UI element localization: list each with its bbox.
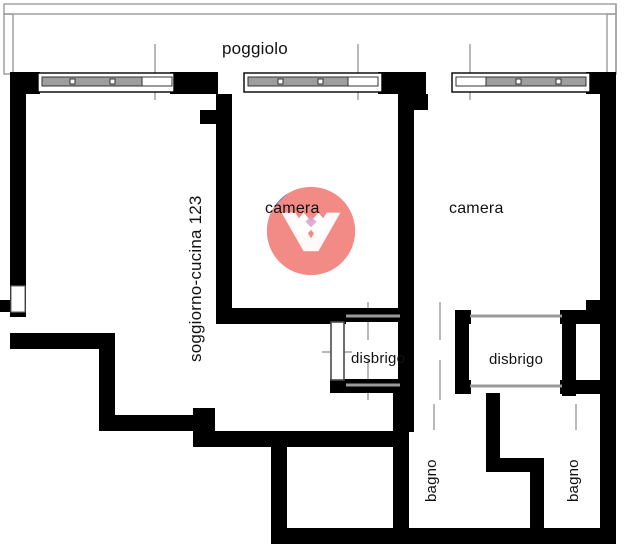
room-label-disbrigo-left: disbrigo bbox=[351, 350, 406, 367]
balcony-outline bbox=[3, 3, 617, 75]
room-label-soggiorno-cucina: soggiorno-cucina 123 bbox=[186, 195, 205, 362]
room-label-camera-right: camera bbox=[449, 200, 504, 217]
thresholds bbox=[346, 314, 562, 388]
room-label-disbrigo-right: disbrigo bbox=[489, 351, 544, 368]
window-top-right bbox=[451, 72, 591, 93]
room-label-bagno-right: bagno bbox=[565, 459, 582, 502]
window-top-center bbox=[243, 72, 383, 93]
window-top-left bbox=[37, 72, 175, 93]
door-left-wall bbox=[10, 285, 26, 313]
room-label-camera-left: camera bbox=[265, 200, 320, 217]
room-label-bagno-left: bagno bbox=[423, 459, 440, 502]
door-openings bbox=[10, 285, 345, 381]
room-label-poggiolo: poggiolo bbox=[222, 39, 288, 58]
door-disbrigo-left bbox=[330, 321, 345, 381]
walls bbox=[0, 72, 616, 544]
